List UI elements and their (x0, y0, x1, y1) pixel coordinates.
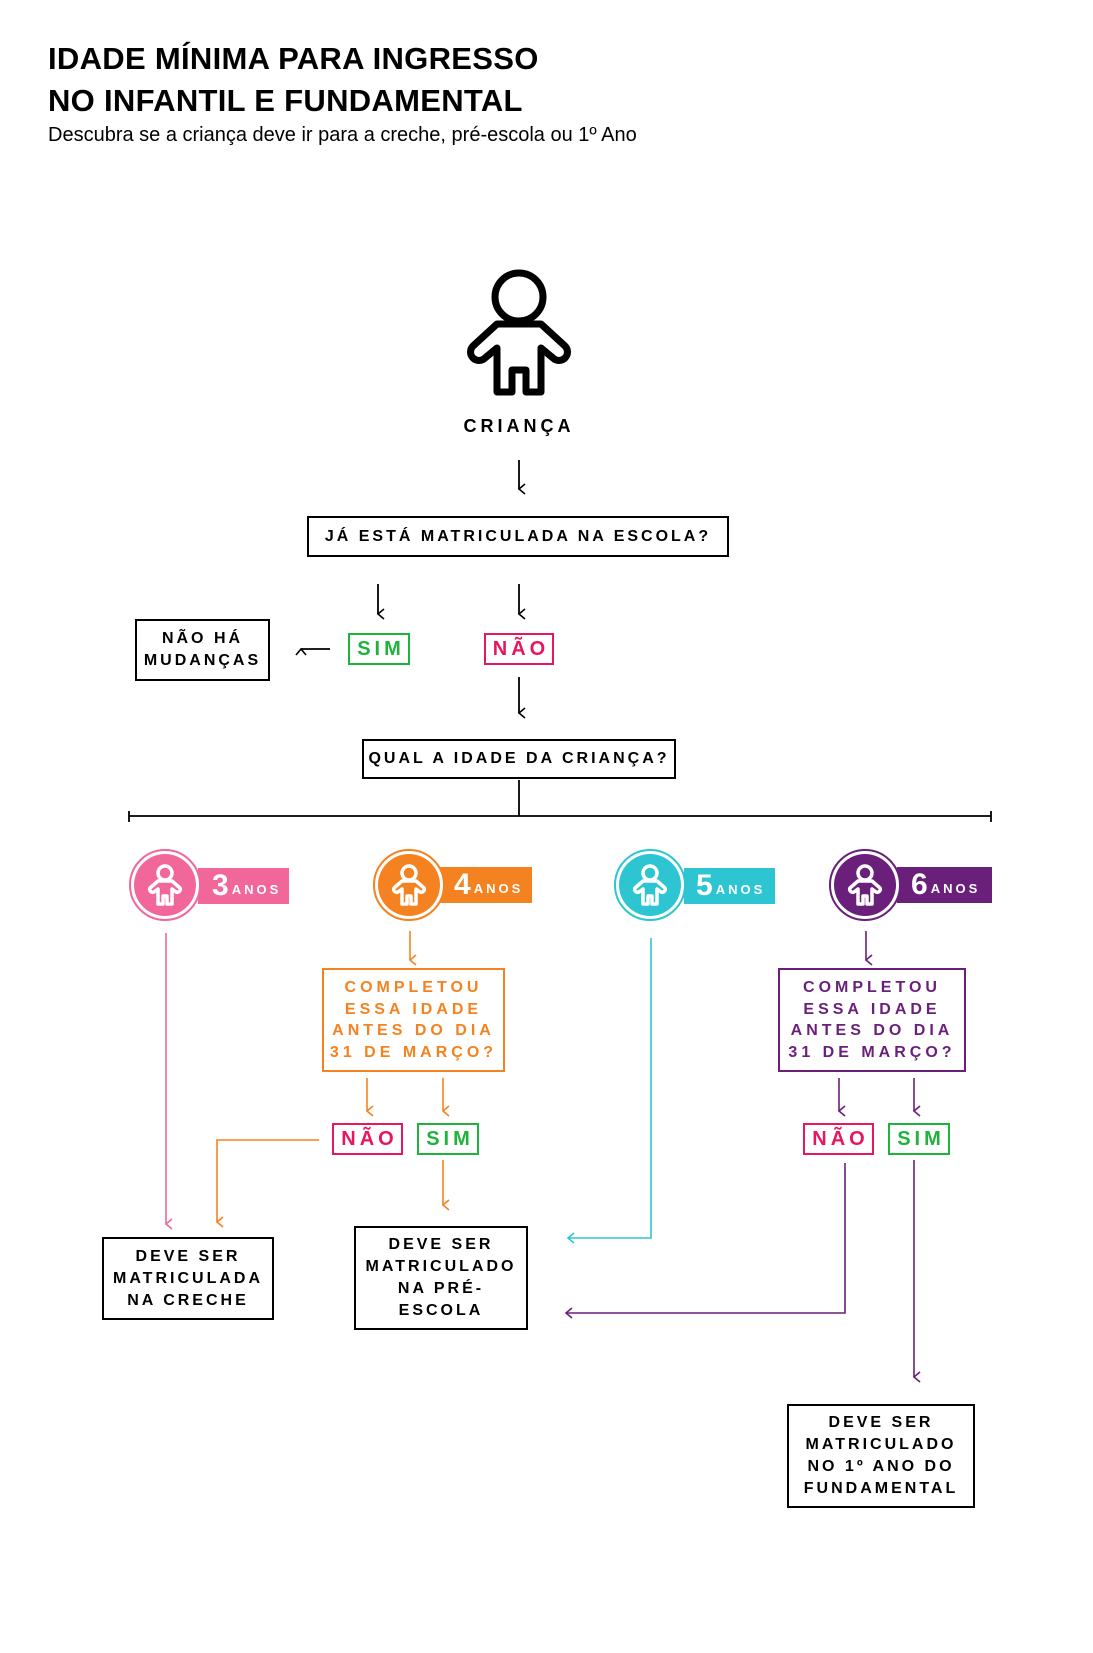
result-pre-line-2: MATRICULADO (365, 1258, 517, 1275)
age-word-3: ANOS (231, 881, 282, 897)
age-circle-5 (614, 849, 686, 921)
result-fund-line-2: MATRICULADO (805, 1436, 957, 1453)
result-fund-line-1: DEVE SER (828, 1414, 934, 1431)
result-creche-line-3: NA CRECHE (127, 1291, 249, 1309)
result-fund-line-3: NO 1º ANO DO (807, 1458, 955, 1475)
question-date-4-line-2: ESSA IDADE (344, 1000, 483, 1018)
result-creche-line-1: DEVE SER (135, 1247, 241, 1265)
q6-no-tag: NÃO (803, 1123, 874, 1155)
question-date-6-line-3: ANTES DO DIA (790, 1022, 954, 1039)
question-date-6-date: 31 DE MARÇO (788, 1043, 942, 1061)
age-circle-4 (373, 849, 445, 921)
result-pre-line-4: ESCOLA (398, 1302, 484, 1319)
age-tab-6: 6 ANOS (897, 867, 992, 903)
q4-yes-tag: SIM (417, 1123, 479, 1155)
page-subtitle: Descubra se a criança deve ir para a cre… (48, 124, 637, 146)
question-date-6-line-1: COMPLETOU (803, 979, 941, 996)
age-number-6: 6 (911, 868, 928, 901)
age-number-5: 5 (696, 869, 713, 902)
child-icon (467, 269, 571, 396)
title-line-2: NO INFANTIL E FUNDAMENTAL (48, 83, 523, 118)
age-number-4: 4 (454, 868, 471, 901)
q4-no-tag: NÃO (332, 1123, 403, 1155)
start-label: CRIANÇA (463, 416, 575, 436)
question-enrolled-text: JÁ ESTÁ MATRICULADA NA ESCOLA? (324, 527, 712, 545)
question-enrolled: JÁ ESTÁ MATRICULADA NA ESCOLA? (307, 516, 729, 557)
question-date-4-line-4: 31 DE MARÇO? (330, 1042, 497, 1064)
result-pre-line-3: NA PRÉ- (397, 1280, 485, 1297)
age-word-5: ANOS (715, 881, 766, 897)
result-fund-line-4: FUNDAMENTAL (803, 1480, 959, 1497)
question-date-4: COMPLETOU ESSA IDADE ANTES DO DIA 31 DE … (322, 968, 505, 1072)
q1-no-tag: NÃO (484, 633, 554, 665)
no-change-line-1: NÃO HÁ (161, 630, 244, 647)
result-pre-escola: DEVE SER MATRICULADO NA PRÉ- ESCOLA (354, 1226, 528, 1330)
age-circle-6 (829, 849, 901, 921)
result-creche: DEVE SER MATRICULADA NA CRECHE (102, 1237, 274, 1320)
no-change-box: NÃO HÁ MUDANÇAS (135, 619, 270, 681)
question-age: QUAL A IDADE DA CRIANÇA? (362, 739, 676, 779)
q1-yes-tag: SIM (348, 633, 410, 665)
result-fundamental: DEVE SER MATRICULADO NO 1º ANO DO FUNDAM… (787, 1404, 975, 1508)
age-word-4: ANOS (473, 880, 524, 896)
age-circle-3 (129, 849, 201, 921)
result-pre-line-1: DEVE SER (388, 1236, 494, 1253)
question-date-4-qmark: ? (483, 1043, 498, 1061)
question-date-4-line-1: COMPLETOU (344, 979, 483, 996)
child-icon (632, 864, 668, 906)
age-number-3: 3 (212, 869, 229, 902)
title-line-1: IDADE MÍNIMA PARA INGRESSO (48, 41, 539, 76)
question-date-6-line-4: 31 DE MARÇO? (788, 1042, 955, 1064)
question-date-6-qmark: ? (941, 1043, 956, 1061)
question-date-6: COMPLETOU ESSA IDADE ANTES DO DIA 31 DE … (778, 968, 966, 1072)
no-change-line-2: MUDANÇAS (143, 652, 262, 669)
child-icon (847, 864, 883, 906)
question-date-6-line-2: ESSA IDADE (803, 1000, 941, 1018)
child-icon (147, 864, 183, 906)
child-icon (391, 864, 427, 906)
page-title: IDADE MÍNIMA PARA INGRESSO NO INFANTIL E… (48, 38, 748, 122)
age-tab-5: 5 ANOS (684, 868, 775, 904)
question-date-4-date: 31 DE MARÇO (329, 1043, 484, 1061)
age-word-6: ANOS (930, 880, 981, 896)
question-date-4-line-3: ANTES DO DIA (332, 1022, 495, 1039)
result-creche-line-2: MATRICULADA (112, 1269, 263, 1287)
question-age-text: QUAL A IDADE DA CRIANÇA? (368, 750, 670, 767)
q6-yes-tag: SIM (888, 1123, 950, 1155)
age-tab-4: 4 ANOS (440, 867, 532, 903)
age-tab-3: 3 ANOS (198, 868, 289, 904)
